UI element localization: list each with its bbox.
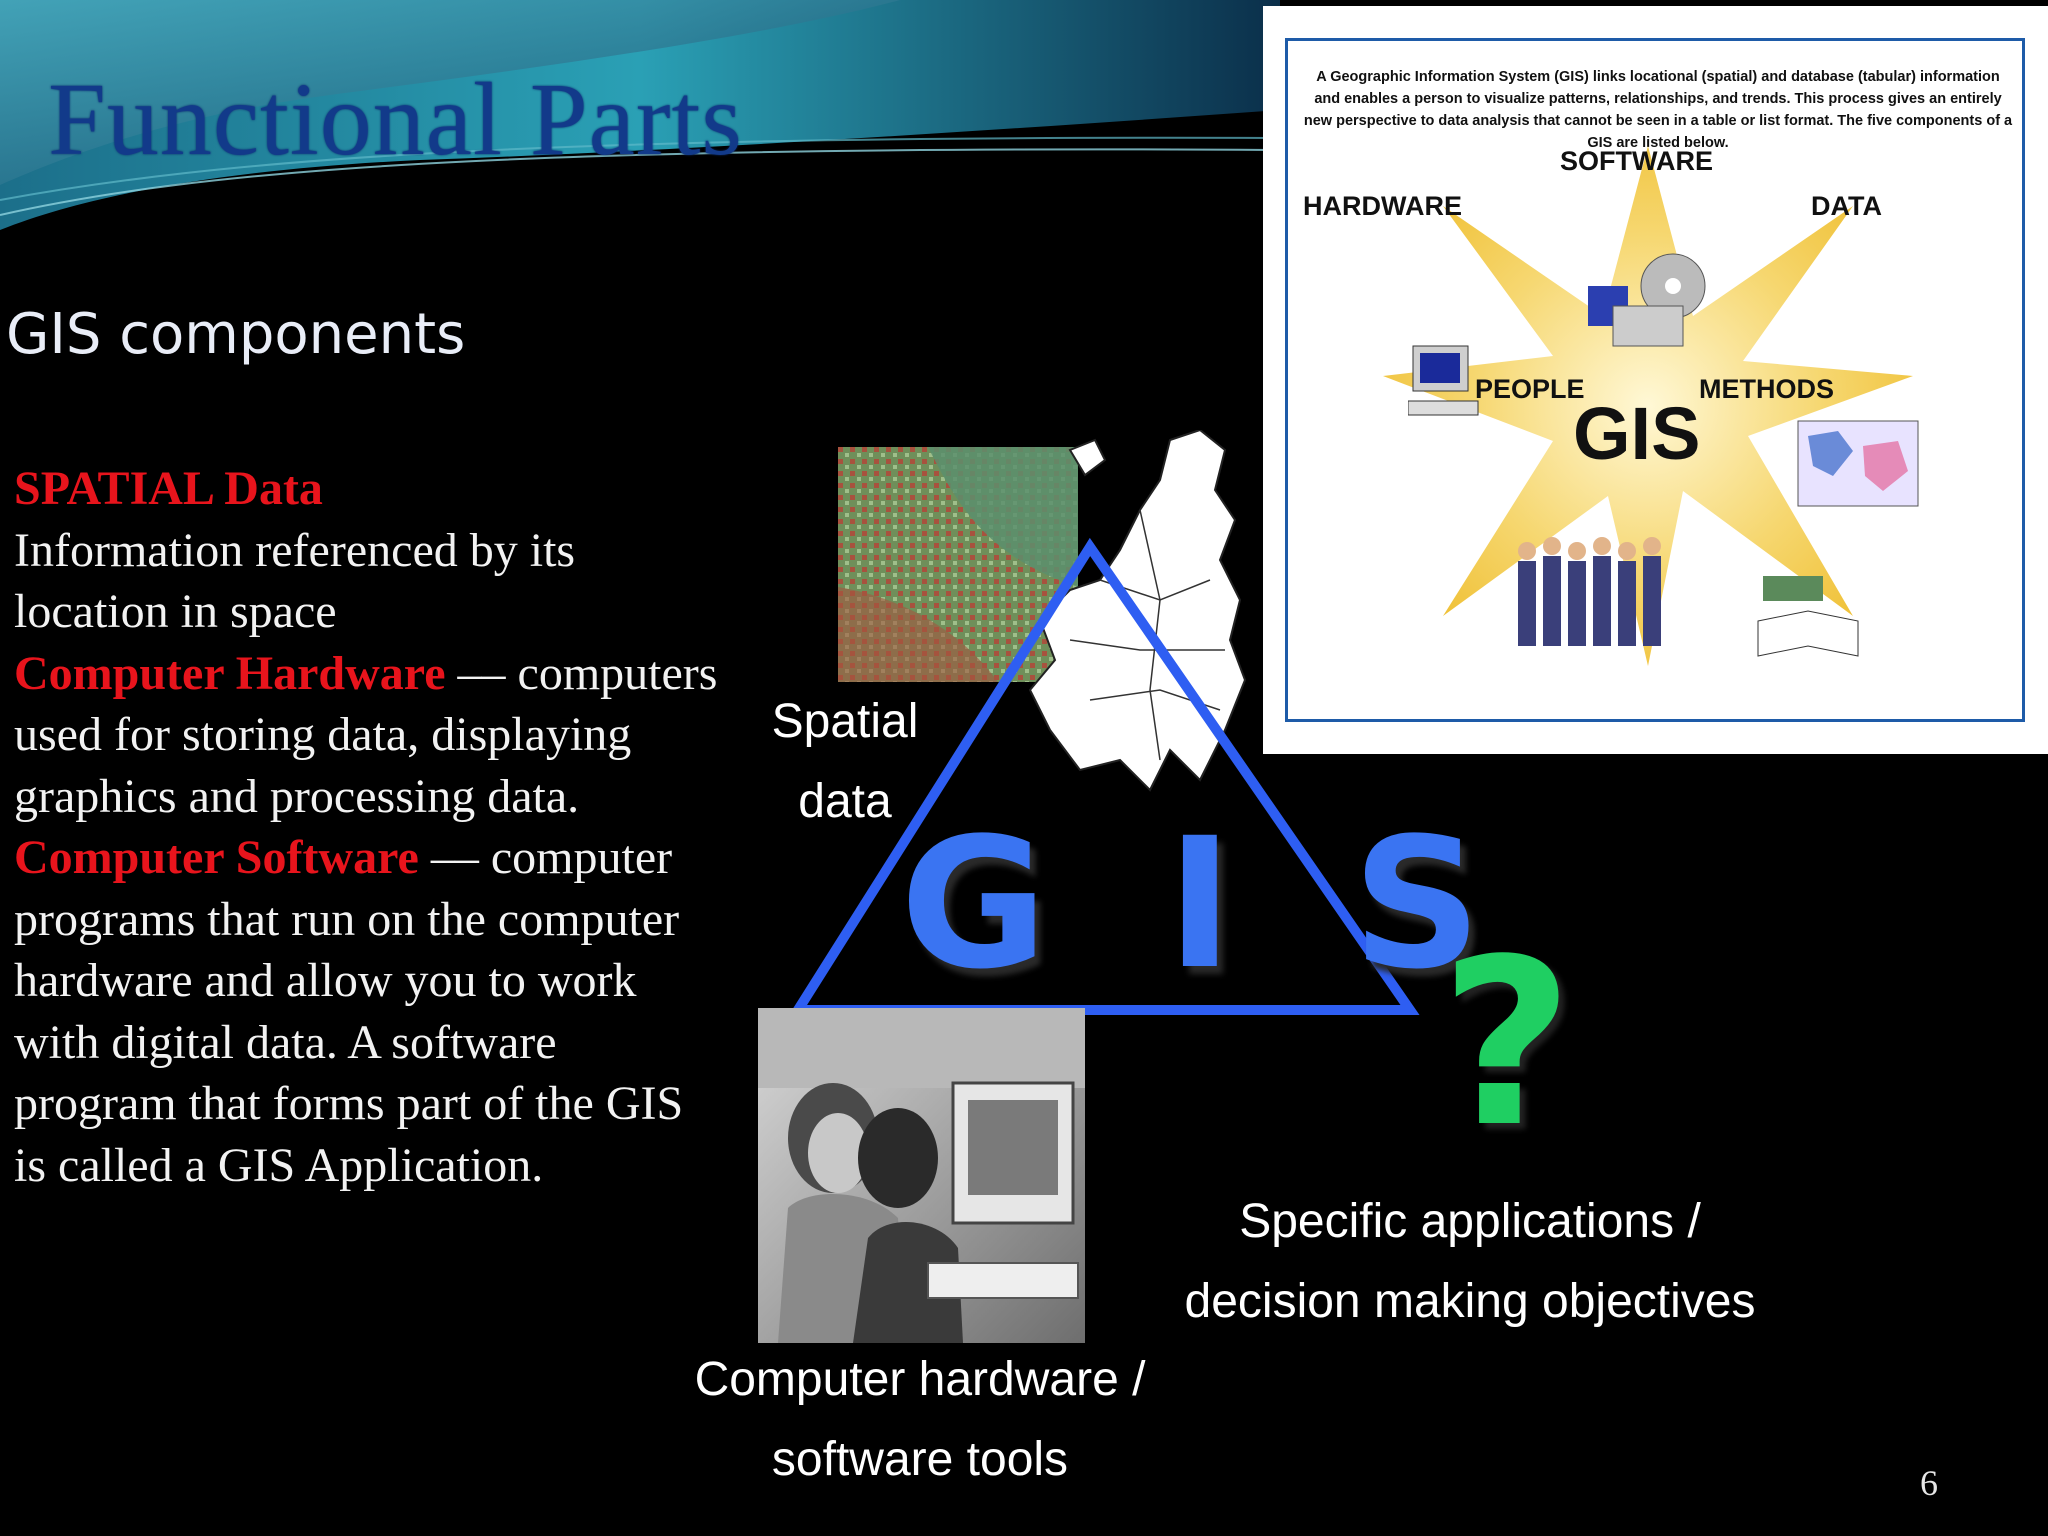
question-mark: ? xyxy=(1440,911,1574,1178)
satellite-image xyxy=(838,447,1078,682)
spatial-data-paragraph: SPATIAL Data Information referenced by i… xyxy=(14,458,724,643)
star-burst-graphic xyxy=(1383,146,1913,666)
hardware-paragraph: Computer Hardware –– computers used for … xyxy=(14,643,724,828)
people-heading: PEOPLE xyxy=(1475,374,1585,404)
spatial-data-caption: Spatial data xyxy=(745,682,945,842)
spatial-data-label: SPATIAL Data xyxy=(14,462,323,515)
people-illustration xyxy=(1518,537,1661,646)
software-text: computer programs that run on the comput… xyxy=(14,831,684,1192)
software-disks-illustration xyxy=(1588,253,1706,347)
hardware-software-caption-line2: software tools xyxy=(771,1433,1069,1486)
header-wave-decoration xyxy=(0,0,1280,230)
spatial-data-caption-line2: data xyxy=(798,775,892,828)
page-number: 6 xyxy=(1920,1463,1938,1503)
applications-caption-line1: Specific applications / xyxy=(1239,1195,1701,1248)
hardware-software-caption: Computer hardware / software tools xyxy=(640,1340,1200,1500)
computer-illustration xyxy=(1408,345,1479,416)
infographic-frame xyxy=(1285,38,2025,722)
software-paragraph: Computer Software –– computer programs t… xyxy=(14,827,724,1196)
hardware-text: computers used for storing data, display… xyxy=(14,646,718,823)
data-heading: DATA xyxy=(1811,191,1882,221)
applications-caption: Specific applications / decision making … xyxy=(1130,1182,1810,1342)
hardware-software-caption-line1: Computer hardware / xyxy=(694,1353,1146,1406)
hardware-heading: HARDWARE xyxy=(1303,191,1462,221)
hardware-label: Computer Hardware xyxy=(14,646,446,700)
software-separator: –– xyxy=(418,831,479,884)
slide-subtitle: GIS components xyxy=(6,302,466,367)
gis-triangle-label: G I S xyxy=(900,800,1510,1009)
software-label: Computer Software xyxy=(14,831,419,884)
software-heading: SOFTWARE xyxy=(1560,146,1713,176)
infographic-gis-center: GIS xyxy=(1573,392,1701,475)
spatial-data-text: Information referenced by its location i… xyxy=(14,523,576,639)
gis-components-infographic: A Geographic Information System (GIS) li… xyxy=(1263,6,2048,754)
gis-triangle xyxy=(790,537,1420,1015)
hardware-separator: –– xyxy=(445,646,506,700)
methods-heading: METHODS xyxy=(1699,374,1834,404)
applications-caption-line2: decision making objectives xyxy=(1184,1275,1756,1328)
infographic-intro: A Geographic Information System (GIS) li… xyxy=(1303,69,2013,151)
spatial-data-caption-line1: Spatial xyxy=(771,695,919,748)
computer-users-photo xyxy=(758,1008,1085,1343)
body-text: SPATIAL Data Information referenced by i… xyxy=(14,458,724,1196)
book-illustration xyxy=(1757,576,1859,657)
slide-title: Functional Parts xyxy=(48,62,743,177)
map-illustration xyxy=(1797,420,1919,507)
